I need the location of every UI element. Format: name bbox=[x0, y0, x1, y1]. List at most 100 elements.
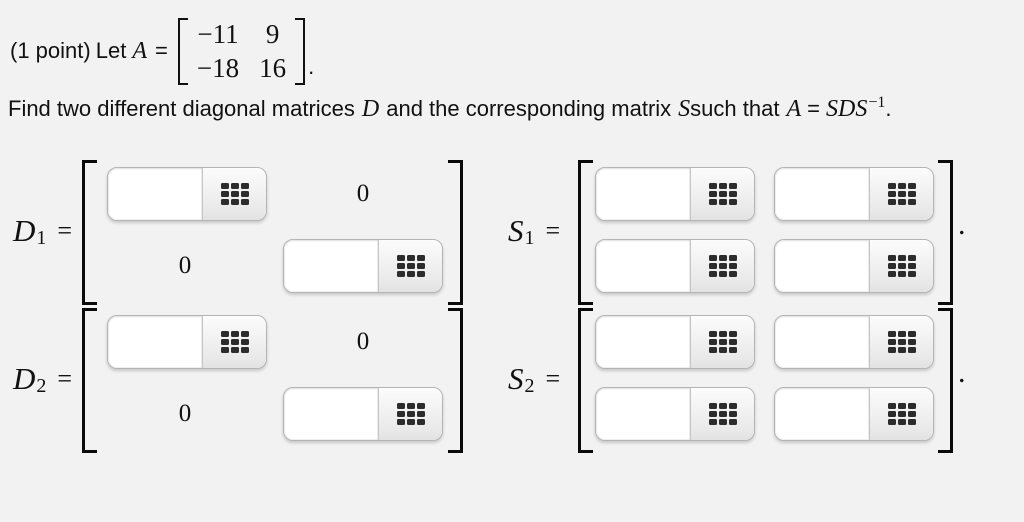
matrix-entry-input[interactable] bbox=[596, 316, 690, 368]
matrix-a-r1c1: −11 bbox=[197, 18, 239, 49]
var-sds: SDS bbox=[825, 96, 868, 122]
d1-zero-r2c1: 0 bbox=[178, 252, 192, 279]
var-a: A bbox=[132, 37, 147, 64]
var-s: S bbox=[678, 96, 691, 122]
sentence-mid: and the corresponding matrix bbox=[386, 96, 672, 121]
s2-entry-r1c1 bbox=[595, 315, 755, 369]
matrix-palette-button[interactable] bbox=[202, 168, 266, 220]
matrix-a-cells: −11 9 −18 16 bbox=[188, 18, 295, 85]
matrix-a-r2c2: 16 bbox=[259, 52, 287, 83]
sentence-lead: Find two different diagonal matrices bbox=[8, 96, 355, 121]
keypad-grid-icon bbox=[396, 255, 405, 261]
keypad-grid-icon bbox=[708, 331, 717, 337]
var-a2: A bbox=[786, 96, 802, 122]
matrix-a-period: . bbox=[308, 54, 315, 79]
keypad-grid-icon bbox=[887, 403, 896, 409]
matrix-entry-input[interactable] bbox=[284, 388, 378, 440]
matrix-palette-button[interactable] bbox=[690, 240, 754, 292]
s1-entry-r2c1 bbox=[595, 239, 755, 293]
d2-entry-r1c1 bbox=[107, 315, 267, 369]
matrix-palette-button[interactable] bbox=[690, 168, 754, 220]
var-d: D bbox=[361, 96, 380, 122]
s2-entry-r2c1 bbox=[595, 387, 755, 441]
s1-entry-r2c2 bbox=[774, 239, 934, 293]
matrix-a: −11 9 −18 16 bbox=[177, 17, 306, 85]
keypad-grid-icon bbox=[708, 255, 717, 261]
d2-letter: D bbox=[13, 361, 36, 396]
s1-left-bracket bbox=[578, 160, 593, 305]
matrix-a-r1c2: 9 bbox=[265, 18, 280, 49]
keypad-grid-icon bbox=[708, 183, 717, 189]
s2-entry-r2c2 bbox=[774, 387, 934, 441]
let-word: Let bbox=[95, 38, 127, 63]
s1-letter: S bbox=[508, 213, 524, 248]
d1-left-bracket bbox=[82, 160, 97, 305]
d1-subscript: 1 bbox=[36, 227, 47, 249]
d2-subscript: 2 bbox=[36, 375, 47, 397]
keypad-grid-icon bbox=[708, 403, 717, 409]
problem-statement-line1: (1 point) Let A = −11 9 −18 16 . bbox=[10, 6, 314, 96]
s2-subscript: 2 bbox=[524, 375, 535, 397]
matrix-entry-input[interactable] bbox=[596, 388, 690, 440]
d2-right-bracket bbox=[448, 308, 463, 453]
matrix-palette-button[interactable] bbox=[202, 316, 266, 368]
s2-left-bracket bbox=[578, 308, 593, 453]
d1-right-bracket bbox=[448, 160, 463, 305]
d2-entry-r2c2 bbox=[283, 387, 443, 441]
s2-entry-r1c2 bbox=[774, 315, 934, 369]
matrix-entry-input[interactable] bbox=[775, 240, 869, 292]
keypad-grid-icon bbox=[887, 331, 896, 337]
matrix-palette-button[interactable] bbox=[378, 388, 442, 440]
s1-entry-r1c2 bbox=[774, 167, 934, 221]
keypad-grid-icon bbox=[220, 183, 229, 189]
matrix-entry-input[interactable] bbox=[775, 168, 869, 220]
s1-equals: = bbox=[545, 216, 561, 245]
matrix-entry-input[interactable] bbox=[775, 316, 869, 368]
s1-subscript: 1 bbox=[524, 227, 535, 249]
s2-period: . bbox=[958, 356, 966, 389]
matrix-a-right-bracket bbox=[295, 17, 306, 85]
keypad-grid-icon bbox=[396, 403, 405, 409]
equals-sign: = bbox=[154, 38, 168, 63]
problem-statement-line2: Find two different diagonal matrices D a… bbox=[8, 94, 892, 123]
s2-equals: = bbox=[545, 364, 561, 393]
d1-entry-r2c2 bbox=[283, 239, 443, 293]
d2-zero-r1c2: 0 bbox=[356, 328, 370, 355]
points-label: (1 point) bbox=[10, 38, 91, 63]
matrix-entry-input[interactable] bbox=[284, 240, 378, 292]
matrix-palette-button[interactable] bbox=[378, 240, 442, 292]
matrix-palette-button[interactable] bbox=[690, 316, 754, 368]
matrix-palette-button[interactable] bbox=[869, 316, 933, 368]
matrix-palette-button[interactable] bbox=[690, 388, 754, 440]
d1-equals: = bbox=[57, 216, 73, 245]
matrix-entry-input[interactable] bbox=[775, 388, 869, 440]
matrix-a-left-bracket bbox=[177, 17, 188, 85]
d2-zero-r2c1: 0 bbox=[178, 400, 192, 427]
matrix-entry-input[interactable] bbox=[108, 316, 202, 368]
sentence-period: . bbox=[885, 96, 892, 121]
s1-period: . bbox=[958, 208, 966, 241]
d1-letter: D bbox=[13, 213, 36, 248]
d1-zero-r1c2: 0 bbox=[356, 180, 370, 207]
matrix-palette-button[interactable] bbox=[869, 388, 933, 440]
keypad-grid-icon bbox=[887, 183, 896, 189]
keypad-grid-icon bbox=[887, 255, 896, 261]
matrix-entry-input[interactable] bbox=[596, 168, 690, 220]
s2-letter: S bbox=[508, 361, 524, 396]
matrix-palette-button[interactable] bbox=[869, 168, 933, 220]
s2-right-bracket bbox=[938, 308, 953, 453]
keypad-grid-icon bbox=[220, 331, 229, 337]
matrix-entry-input[interactable] bbox=[596, 240, 690, 292]
matrix-entry-input[interactable] bbox=[108, 168, 202, 220]
matrix-a-r2c1: −18 bbox=[196, 52, 240, 83]
matrix-palette-button[interactable] bbox=[869, 240, 933, 292]
sds-exponent: −1 bbox=[868, 94, 886, 111]
s1-right-bracket bbox=[938, 160, 953, 305]
d2-left-bracket bbox=[82, 308, 97, 453]
s1-entry-r1c1 bbox=[595, 167, 755, 221]
